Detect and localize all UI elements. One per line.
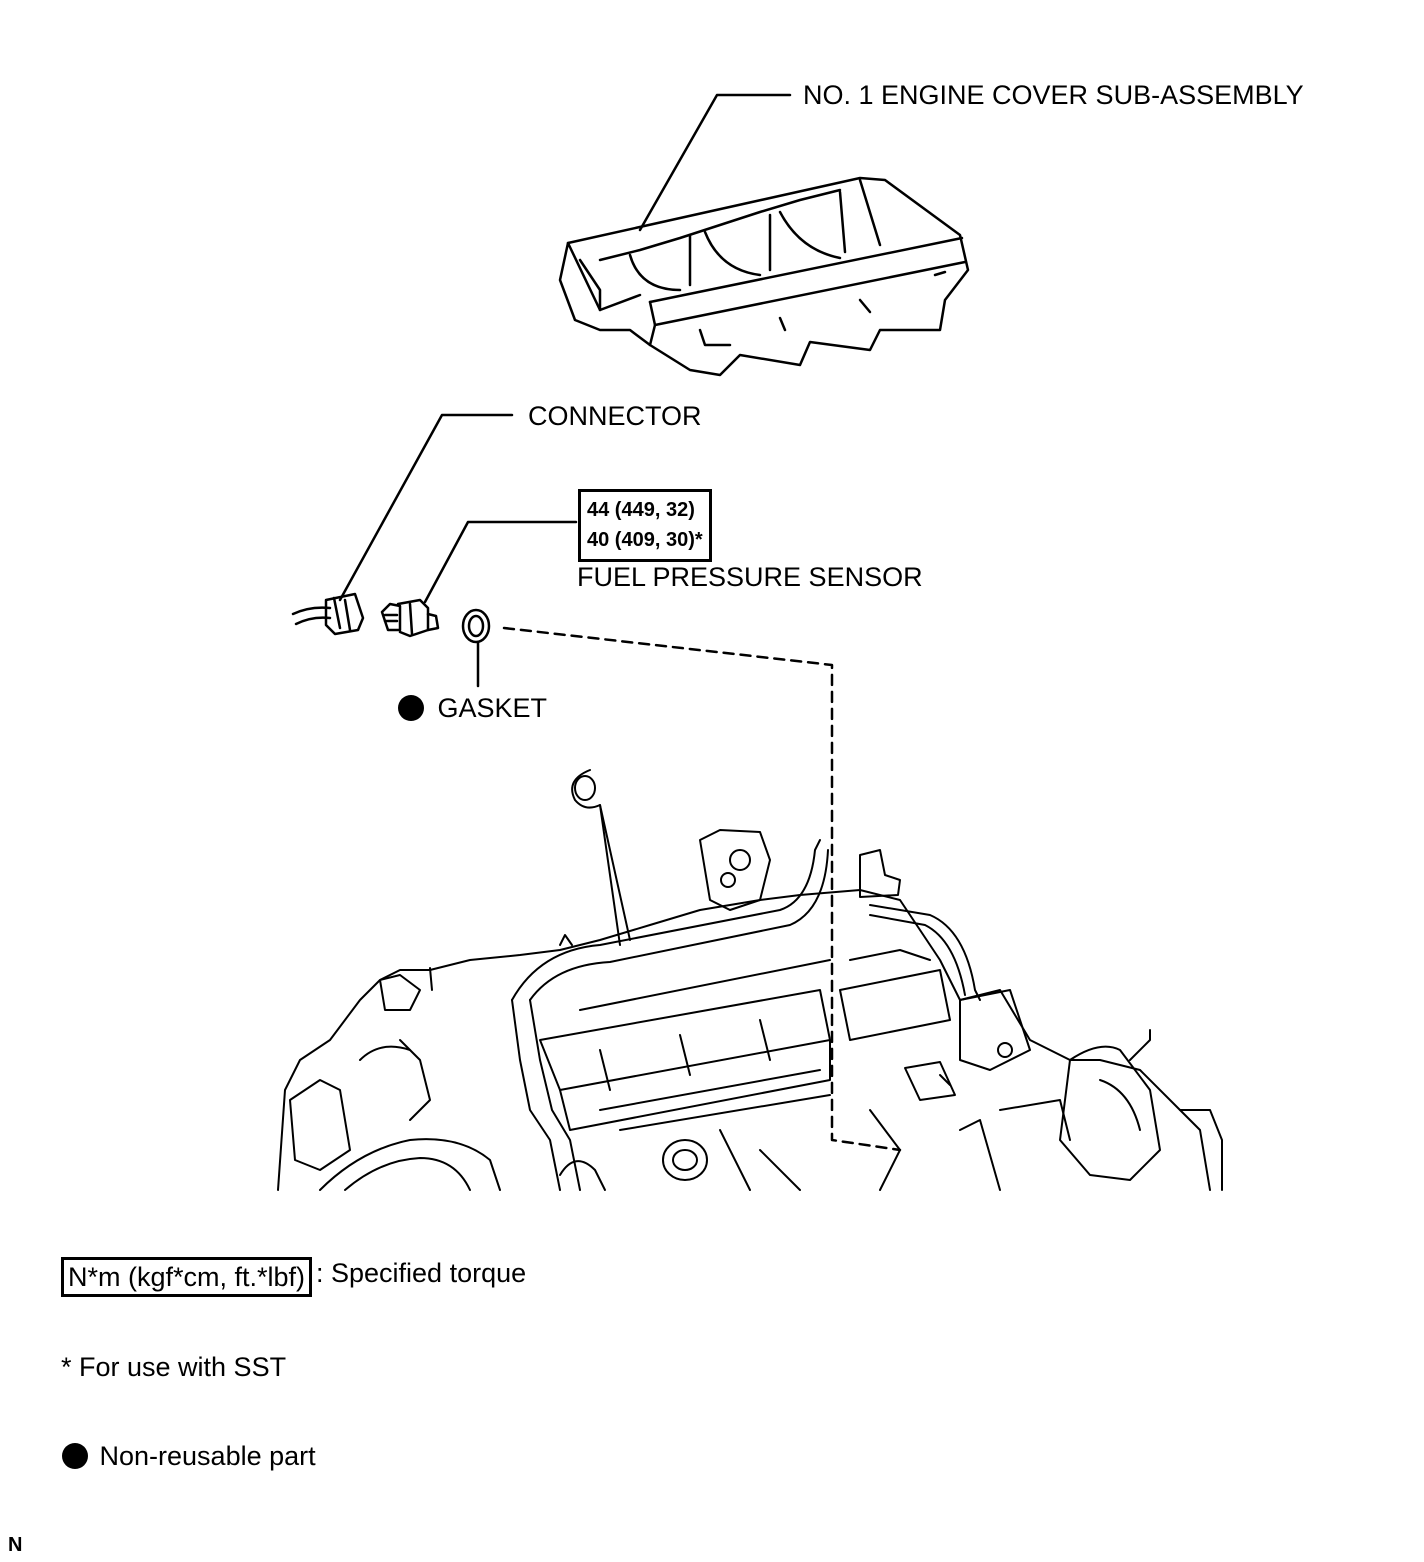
- torque-legend-box: N*m (kgf*cm, ft.*lbf): [61, 1257, 313, 1297]
- connector-label: CONNECTOR: [528, 401, 702, 431]
- gasket-drawing: [461, 608, 491, 644]
- gasket-label: GASKET: [437, 693, 548, 723]
- fuel-pressure-sensor-drawing: [380, 598, 440, 638]
- non-reusable-dot-icon: [398, 695, 424, 721]
- torque-spec-line-2: 40 (409, 30)*: [587, 529, 703, 551]
- installation-dashed-line: [502, 626, 902, 1152]
- torque-spec-box: 44 (449, 32) 40 (409, 30)*: [578, 489, 712, 562]
- engine-cover-label: NO. 1 ENGINE COVER SUB-ASSEMBLY: [803, 80, 1304, 110]
- sst-note: * For use with SST: [61, 1352, 287, 1382]
- gasket-label-row: GASKET: [398, 693, 547, 724]
- sensor-leader: [423, 520, 578, 604]
- engine-drawing: [277, 769, 1223, 1191]
- torque-legend-text: : Specified torque: [316, 1258, 527, 1288]
- engine-cover-leader: [638, 93, 792, 232]
- non-reusable-legend: Non-reusable part: [62, 1441, 316, 1472]
- connector-leader: [338, 413, 514, 602]
- corner-mark: N: [8, 1534, 23, 1556]
- non-reusable-legend-text: Non-reusable part: [99, 1441, 316, 1471]
- connector-drawing: [291, 592, 365, 636]
- fuel-pressure-sensor-label: FUEL PRESSURE SENSOR: [577, 562, 923, 592]
- non-reusable-legend-dot-icon: [62, 1443, 88, 1469]
- engine-cover-drawing: [558, 176, 970, 377]
- torque-spec-line-1: 44 (449, 32): [587, 499, 695, 521]
